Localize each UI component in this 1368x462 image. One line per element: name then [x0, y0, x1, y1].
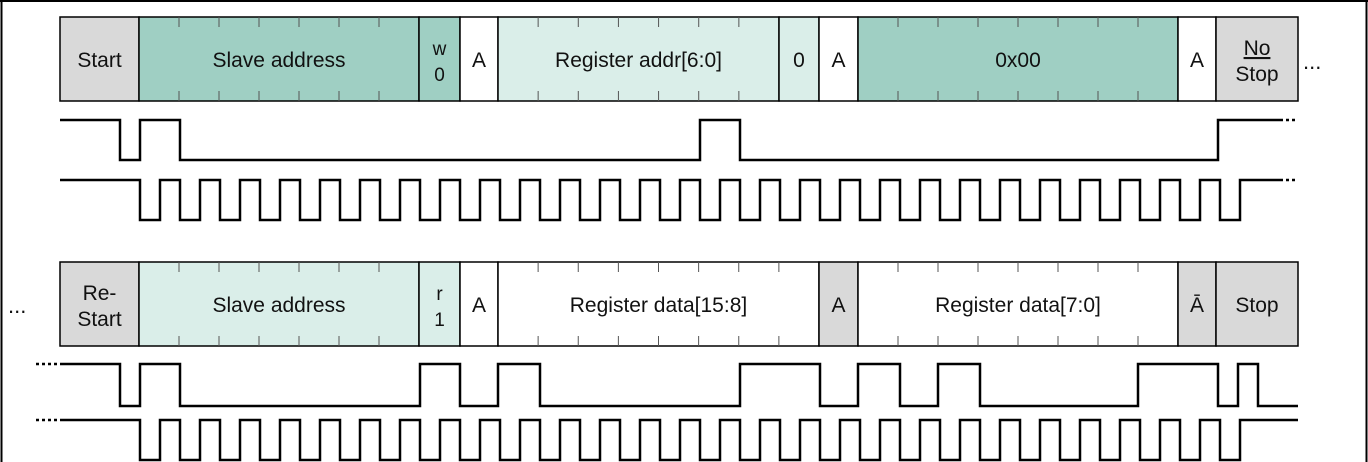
segment-a: A [818, 261, 859, 347]
segment-label-line: w [432, 39, 447, 60]
segment-a: A [1177, 16, 1217, 102]
segment-a: A [459, 261, 499, 347]
trailing-ellipsis: ... [1303, 49, 1321, 74]
segment-label-line: Stop [1235, 63, 1278, 86]
sda-waveform-write [60, 118, 1280, 162]
segment-slave-address: Slave address [138, 16, 420, 102]
segment-label: Register addr[6:0] [555, 49, 722, 72]
segment-label: Register data[7:0] [935, 294, 1101, 317]
segment-a: A [459, 16, 499, 102]
segment-box [1215, 16, 1299, 102]
segment-label-line: No [1244, 37, 1271, 60]
segment-0: 0 [778, 16, 820, 102]
segment-label-line: 1 [434, 310, 445, 331]
segment-a: A [818, 16, 859, 102]
segment-label-line: Start [77, 308, 122, 331]
segment-label-line: 0 [434, 65, 445, 86]
scl-waveform-read [60, 418, 1298, 462]
segment-label: A [831, 49, 845, 72]
segment-r-1: r1 [418, 261, 461, 347]
scl-waveform-write [60, 178, 1280, 222]
sda-waveform-read [60, 362, 1298, 408]
segment-register-data-7-0: Register data[7:0] [857, 261, 1179, 347]
segment-label: Slave address [212, 49, 345, 72]
segment-label: Start [77, 49, 122, 72]
segment-register-addr-6-0: Register addr[6:0] [497, 16, 780, 102]
segment-label: A [472, 294, 486, 317]
segment-register-data-15-8: Register data[15:8] [497, 261, 820, 347]
segment-w-0: w0 [418, 16, 461, 102]
segment-start: Start [59, 16, 140, 102]
segment-label-line: Re- [83, 282, 117, 305]
segment-label: A [472, 49, 486, 72]
segment-box [1177, 261, 1217, 347]
segment-label: Ā [1190, 294, 1204, 317]
segment-label: Stop [1235, 294, 1278, 317]
segment-box [418, 261, 461, 347]
segment-box [138, 16, 420, 102]
segment-label: Slave address [212, 294, 345, 317]
segment-box [59, 16, 140, 102]
segment-label: 0x00 [995, 49, 1041, 72]
segment-slave-address: Slave address [138, 261, 420, 347]
segment-re-start: Re- Start [59, 261, 140, 347]
segment-label-line: r [436, 284, 443, 305]
segment-box [138, 261, 420, 347]
segment-box [857, 16, 1179, 102]
segment-label: Register data[15:8] [570, 294, 747, 317]
segment-stop: Stop [1215, 261, 1299, 347]
segment-box [497, 16, 780, 102]
segment-label: 0 [793, 49, 805, 72]
segment-box [459, 16, 499, 102]
segment-box [59, 261, 140, 347]
leading-ellipsis: ... [8, 293, 26, 318]
segment-box [818, 16, 859, 102]
segment-0x00: 0x00 [857, 16, 1179, 102]
segment-label: A [1190, 49, 1204, 72]
segment-seg: Ā [1177, 261, 1217, 347]
segment-box [459, 261, 499, 347]
segment-box [1215, 261, 1299, 347]
segment-label: A [831, 294, 845, 317]
segment-box [418, 16, 461, 102]
